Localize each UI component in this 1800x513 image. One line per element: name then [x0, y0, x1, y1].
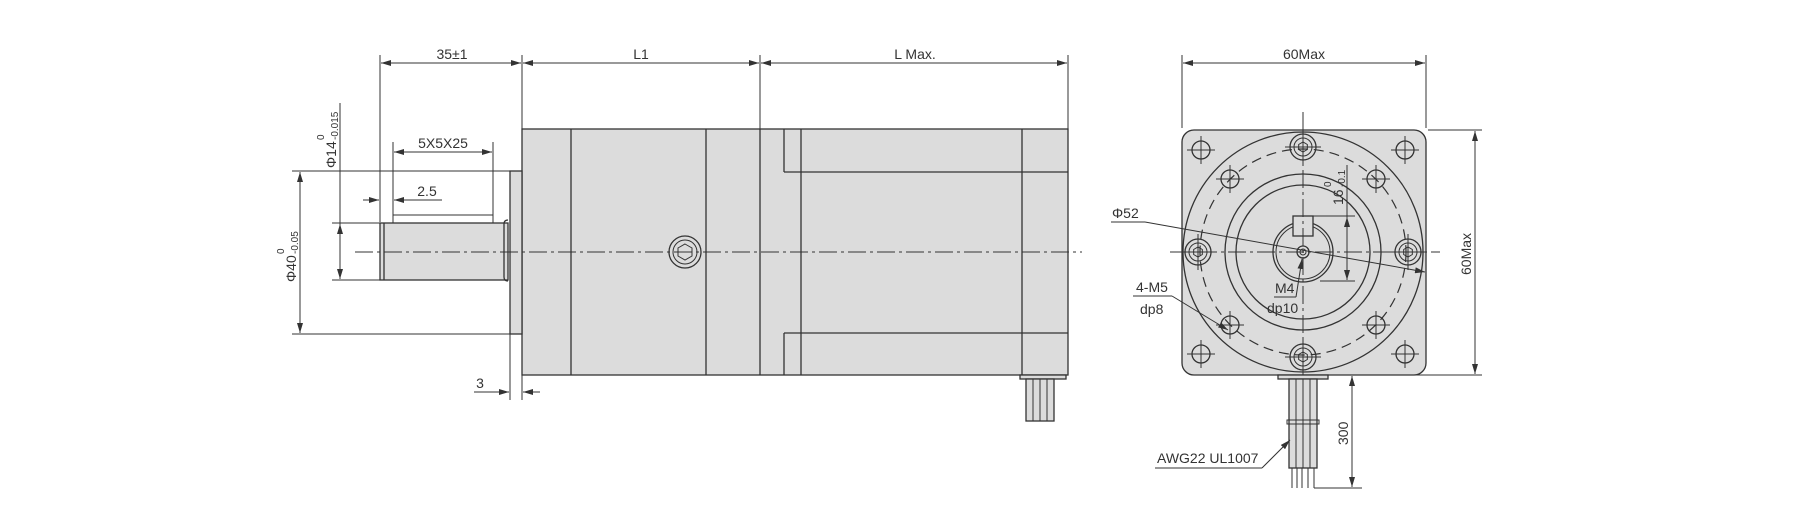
dim-height: 60Max	[1458, 233, 1474, 275]
side-view: 35±1 L1 L Max. 5X5X25 2.5 Φ14 0 -0.015 Φ…	[276, 46, 1082, 422]
m5-hole-icon	[1362, 311, 1390, 339]
dim-shaft-length: 35±1	[436, 46, 467, 62]
m5-hole-icon	[1216, 165, 1244, 193]
shaft-dia-label: Φ14 0 -0.015	[316, 111, 341, 168]
dim-flange: 3	[476, 375, 484, 391]
mount-depth-label: dp8	[1140, 301, 1164, 317]
svg-text:-0.05: -0.05	[290, 231, 301, 254]
svg-text:-0.015: -0.015	[330, 111, 341, 140]
front-view: 60Max 60Max Φ52 4-M5 dp8 M4 dp10 16 0 -0…	[1111, 46, 1482, 489]
cable	[1277, 374, 1329, 488]
pilot-dia-label: Φ40 0 -0.05	[276, 231, 301, 282]
gearbox-screw-icon	[1180, 234, 1216, 270]
connector	[1019, 374, 1067, 422]
mount-holes-label: 4-M5	[1136, 279, 1168, 295]
svg-text:Φ40: Φ40	[283, 255, 299, 282]
svg-text:0: 0	[316, 134, 327, 140]
m5-hole-icon	[1362, 165, 1390, 193]
corner-hole-icon	[1391, 136, 1419, 164]
center-thread-label: M4	[1275, 280, 1295, 296]
svg-text:16: 16	[1330, 189, 1346, 205]
svg-text:-0.1: -0.1	[1337, 169, 1348, 187]
bolt-circle-label: Φ52	[1112, 205, 1139, 221]
cable-spec-label: AWG22 UL1007	[1157, 450, 1259, 466]
cable-length-label: 300	[1335, 421, 1351, 445]
svg-text:0: 0	[276, 248, 287, 254]
dim-key-offset: 2.5	[417, 183, 437, 199]
corner-hole-icon	[1187, 136, 1215, 164]
dim-l1: L1	[633, 46, 649, 62]
corner-hole-icon	[1187, 340, 1215, 368]
key-height-label: 16 0 -0.1	[1323, 169, 1348, 205]
corner-hole-icon	[1391, 340, 1419, 368]
key	[392, 214, 494, 224]
mount-holes	[1180, 129, 1426, 375]
gearbox-screw-icon	[1285, 339, 1321, 375]
svg-text:0: 0	[1323, 181, 1334, 187]
gearbox-screw-icon	[1285, 129, 1321, 165]
gearbox-screw-icon	[1390, 234, 1426, 270]
dim-lmax: L Max.	[894, 46, 936, 62]
svg-text:Φ14: Φ14	[323, 141, 339, 168]
dim-width: 60Max	[1283, 46, 1325, 62]
dim-key: 5X5X25	[418, 135, 468, 151]
center-depth-label: dp10	[1267, 300, 1298, 316]
